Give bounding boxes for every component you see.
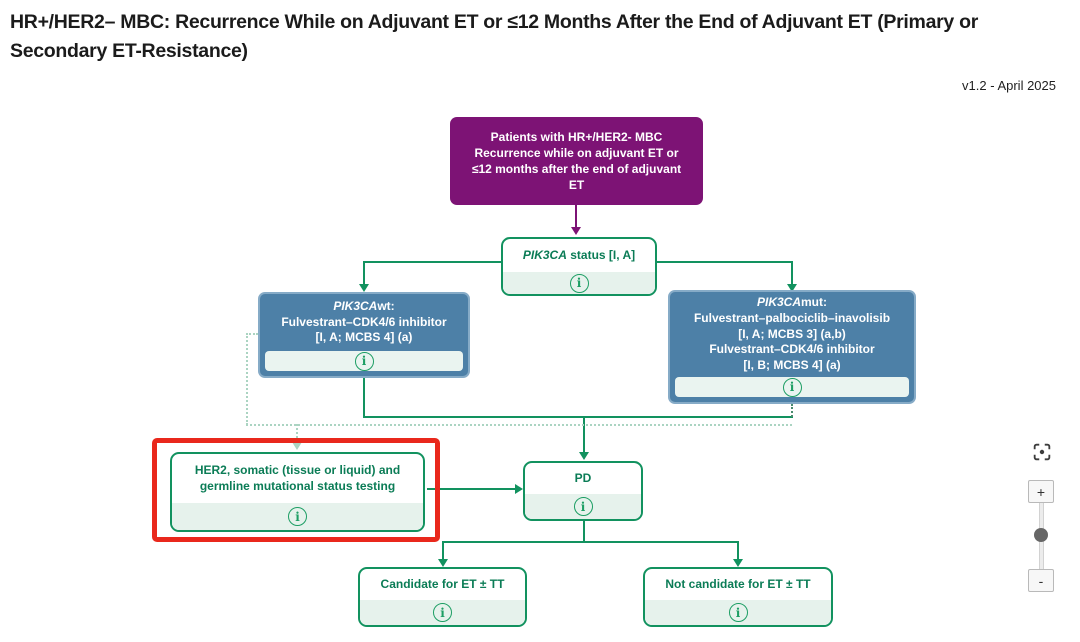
connector-patients-down <box>575 205 577 227</box>
node-pik3ca-mut-label: PIK3CAmut: Fulvestrant–palbociclib–inavo… <box>693 294 891 373</box>
node-pik3ca-wt-label: PIK3CAwt: Fulvestrant–CDK4/6 inhibitor [… <box>281 298 447 345</box>
connector-status-left-down <box>363 261 365 284</box>
info-icon[interactable]: i <box>433 603 452 622</box>
version-label: v1.2 - April 2025 <box>962 78 1056 93</box>
info-strip[interactable]: i <box>675 377 909 397</box>
dotted-left-down <box>246 333 248 425</box>
connector-status-left <box>363 261 503 263</box>
info-strip[interactable]: i <box>525 494 641 519</box>
node-pik3ca-mut[interactable]: PIK3CAmut: Fulvestrant–palbociclib–inavo… <box>668 290 916 404</box>
node-not-candidate-label: Not candidate for ET ± TT <box>665 576 811 591</box>
node-her2-testing[interactable]: HER2, somatic (tissue or liquid) and ger… <box>170 452 425 532</box>
info-strip[interactable]: i <box>645 600 831 625</box>
node-pik3ca-wt[interactable]: PIK3CAwt: Fulvestrant–CDK4/6 inhibitor [… <box>258 292 470 378</box>
node-pik3ca-status-label: PIK3CA status [I, A] <box>522 247 636 262</box>
node-patients[interactable]: Patients with HR+/HER2- MBC Recurrence w… <box>450 117 703 205</box>
connector-merge <box>363 416 793 418</box>
arrowhead-patients <box>571 227 581 235</box>
page-title: HR+/HER2– MBC: Recurrence While on Adjuv… <box>10 11 978 63</box>
node-candidate-et-tt[interactable]: Candidate for ET ± TT i <box>358 567 527 627</box>
dotted-branch-down <box>296 424 298 442</box>
connector-to-pd <box>583 416 585 452</box>
info-icon[interactable]: i <box>782 377 802 397</box>
node-pd-label: PD <box>574 470 592 485</box>
arrowhead-not-candidate <box>733 559 743 567</box>
arrowhead-mut <box>787 284 797 292</box>
info-icon[interactable]: i <box>288 507 307 526</box>
dotted-horizontal <box>246 424 792 426</box>
connector-pd-split <box>442 541 739 543</box>
connector-wt-down <box>363 378 365 418</box>
node-her2-testing-label: HER2, somatic (tissue or liquid) and ger… <box>194 462 401 493</box>
arrowhead-her2-dotted <box>292 442 302 450</box>
zoom-slider-thumb[interactable] <box>1034 528 1048 542</box>
info-icon[interactable]: i <box>728 603 748 622</box>
connector-status-right-down <box>791 261 793 284</box>
node-not-candidate-et-tt[interactable]: Not candidate for ET ± TT i <box>643 567 833 627</box>
info-strip[interactable]: i <box>172 503 423 530</box>
connector-not-candidate-down <box>737 541 739 559</box>
connector-pd-down <box>583 521 585 543</box>
node-pik3ca-status[interactable]: PIK3CA status [I, A] i <box>501 237 657 296</box>
info-icon[interactable]: i <box>569 273 589 293</box>
info-icon[interactable]: i <box>573 497 593 516</box>
info-strip[interactable]: i <box>265 351 463 371</box>
info-icon[interactable]: i <box>354 351 374 371</box>
node-candidate-label: Candidate for ET ± TT <box>380 576 505 591</box>
connector-her2-pd <box>427 488 515 490</box>
info-strip[interactable]: i <box>360 600 525 625</box>
connector-candidate-down <box>442 541 444 559</box>
connector-status-right <box>655 261 793 263</box>
arrowhead-candidate <box>438 559 448 567</box>
arrowhead-wt <box>359 284 369 292</box>
info-strip[interactable]: i <box>503 272 655 294</box>
zoom-out-button[interactable]: - <box>1028 569 1054 592</box>
arrowhead-her2-pd <box>515 484 523 494</box>
fit-view-button[interactable] <box>1031 441 1053 463</box>
focus-corners-icon <box>1033 443 1051 461</box>
connector-mut-down-dotted <box>791 404 793 417</box>
node-pd[interactable]: PD i <box>523 461 643 521</box>
zoom-in-button[interactable]: + <box>1028 480 1054 503</box>
arrowhead-pd <box>579 452 589 460</box>
dotted-stub-wt <box>246 333 258 335</box>
